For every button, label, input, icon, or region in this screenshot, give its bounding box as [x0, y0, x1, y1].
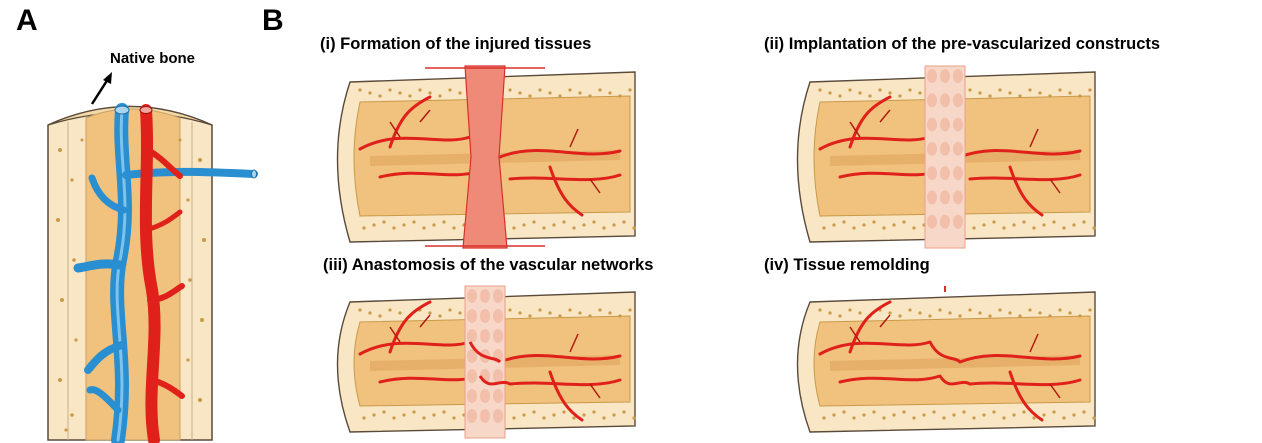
native-bone-illustration [0, 0, 270, 443]
annotation-arrow [92, 72, 112, 104]
step-2-illustration [780, 60, 1110, 250]
step-3-caption: (iii) Anastomosis of the vascular networ… [323, 256, 653, 275]
step-4-caption: (iv) Tissue remolding [764, 256, 930, 275]
step-1-illustration [320, 60, 650, 250]
step-4-illustration [780, 280, 1110, 440]
step-1-caption: (i) Formation of the injured tissues [320, 35, 591, 54]
step-3-illustration [320, 280, 650, 440]
step-2-caption: (ii) Implantation of the pre-vascularize… [764, 35, 1160, 54]
